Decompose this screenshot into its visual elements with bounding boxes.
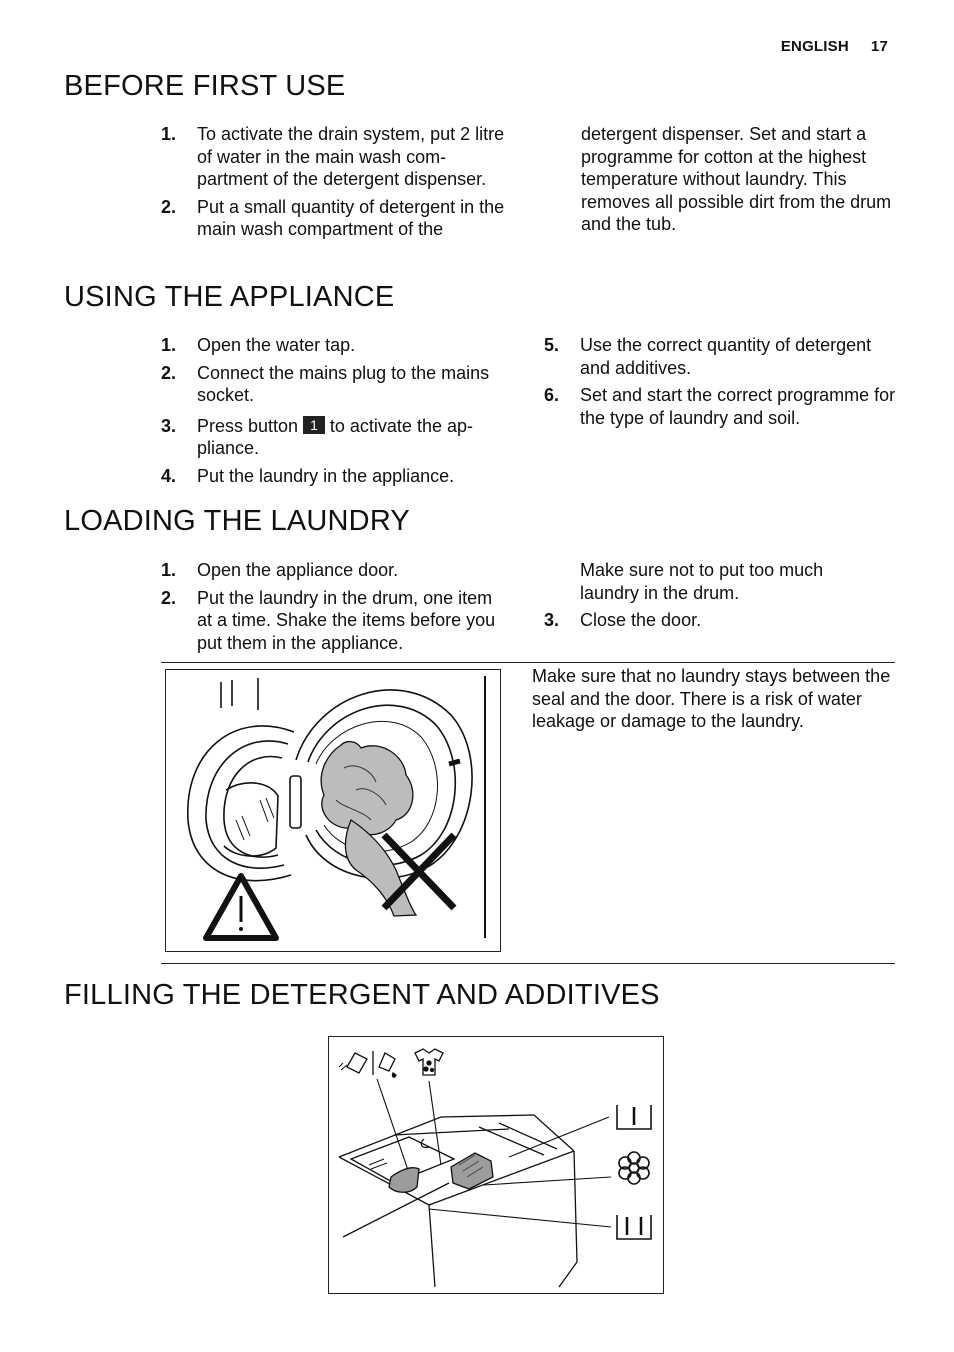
step-number: 2. [161, 362, 177, 383]
step-number: 1. [161, 335, 177, 355]
step-text: to activate the ap­pliance. [197, 415, 473, 459]
prewash-powder-icon [346, 1052, 368, 1074]
page-number: 17 [870, 38, 888, 55]
step-text: Set and start the correct pro­gramme for… [580, 385, 896, 428]
step-number: 4. [161, 465, 177, 486]
step-number: 1. [161, 560, 177, 580]
washer-door-illustration [165, 669, 501, 952]
list-item: 1. To activate the drain system, put 2 l… [161, 123, 511, 191]
step-number: 3. [544, 610, 560, 631]
compartment-II-icon [616, 1215, 652, 1240]
step-number: 2. [161, 196, 177, 217]
list-item: 1. Open the appliance door. [161, 559, 511, 582]
before-first-use-left-column: 1. To activate the drain system, put 2 l… [161, 123, 511, 246]
using-right-column: 5. Use the correct quantity of deter­gen… [544, 334, 899, 434]
step-text: Open the water tap. [197, 335, 356, 355]
list-item: 3. Close the door. [544, 609, 884, 632]
before-first-use-right-column: detergent dispenser. Set and start a pro… [581, 123, 896, 236]
list-item: 2. Put the laundry in the drum, one item… [161, 587, 511, 655]
step-text: Put the laundry in the appliance. [197, 465, 455, 486]
liquid-detergent-icon [378, 1052, 396, 1072]
section-title-filling-detergent: FILLING THE DETERGENT AND ADDITIVES [64, 979, 660, 1011]
softener-shirt-icon [414, 1048, 444, 1076]
list-item: Make sure not to put too much laundry in… [544, 559, 884, 604]
prohibited-cross-icon [381, 832, 457, 911]
list-item: 4. Put the laundry in the appliance. [161, 465, 511, 488]
section-title-loading-the-laundry: LOADING THE LAUNDRY [64, 505, 410, 537]
step-text: To activate the drain system, put 2 litr… [197, 124, 505, 190]
step-text: Close the door. [580, 610, 702, 631]
compartment-I-icon [616, 1105, 652, 1130]
detergent-symbols [338, 1048, 444, 1078]
using-left-column: 1. Open the water tap. 2. Connect the ma… [161, 334, 511, 493]
step-text: Open the appliance door. [197, 560, 399, 580]
step-number: 6. [544, 385, 560, 406]
warning-top-rule [161, 662, 895, 663]
list-item: 1. Open the water tap. [161, 334, 511, 357]
step-text: Make sure not to put too much laundry in… [580, 560, 824, 603]
list-item: 6. Set and start the correct pro­gramme … [544, 384, 899, 429]
list-item: 2. Connect the mains plug to the mains s… [161, 362, 511, 407]
step-text: Put the laundry in the drum, one item at… [197, 587, 496, 653]
liquid-flap [450, 1152, 494, 1190]
step-number: 5. [544, 335, 560, 355]
softener-flower-icon [618, 1151, 650, 1185]
detergent-dispenser-drawing [338, 1048, 652, 1288]
washer-door-drawing [187, 676, 486, 941]
step-number: 2. [161, 587, 177, 608]
detergent-dispenser-illustration [328, 1036, 664, 1294]
step-2-continuation-text: detergent dispenser. Set and start a pro… [581, 124, 892, 235]
loading-right-column: Make sure not to put too much laundry in… [544, 559, 884, 637]
step-text: Use the correct quantity of deter­gent a… [580, 335, 872, 378]
language-label: ENGLISH [780, 38, 849, 55]
list-item: 2. Put a small quantity of detergent in … [161, 196, 511, 241]
power-button-symbol: 1 [303, 415, 325, 434]
warning-triangle-icon [203, 873, 279, 941]
loading-left-column: 1. Open the appliance door. 2. Put the l… [161, 559, 511, 659]
step-text: Put a small quantity of detergent in the… [197, 196, 505, 240]
prewash-lever [388, 1167, 420, 1193]
section-title-using-the-appliance: USING THE APPLIANCE [64, 281, 395, 313]
page-header: ENGLISH 17 [781, 38, 888, 55]
section-title-before-first-use: BEFORE FIRST USE [64, 70, 346, 102]
step-number: 3. [161, 415, 177, 436]
warning-bottom-rule [161, 963, 895, 964]
step-text: Press button [197, 415, 299, 436]
list-item: 5. Use the correct quantity of deter­gen… [544, 334, 899, 379]
step-text: Connect the mains plug to the mains sock… [197, 362, 490, 406]
dispenser-drawer [338, 1114, 578, 1288]
list-item: 3. Press button 1 to activate the ap­pli… [161, 415, 511, 460]
step-number: 1. [161, 124, 177, 144]
warning-text: Make sure that no laundry stays be­tween… [532, 666, 891, 732]
